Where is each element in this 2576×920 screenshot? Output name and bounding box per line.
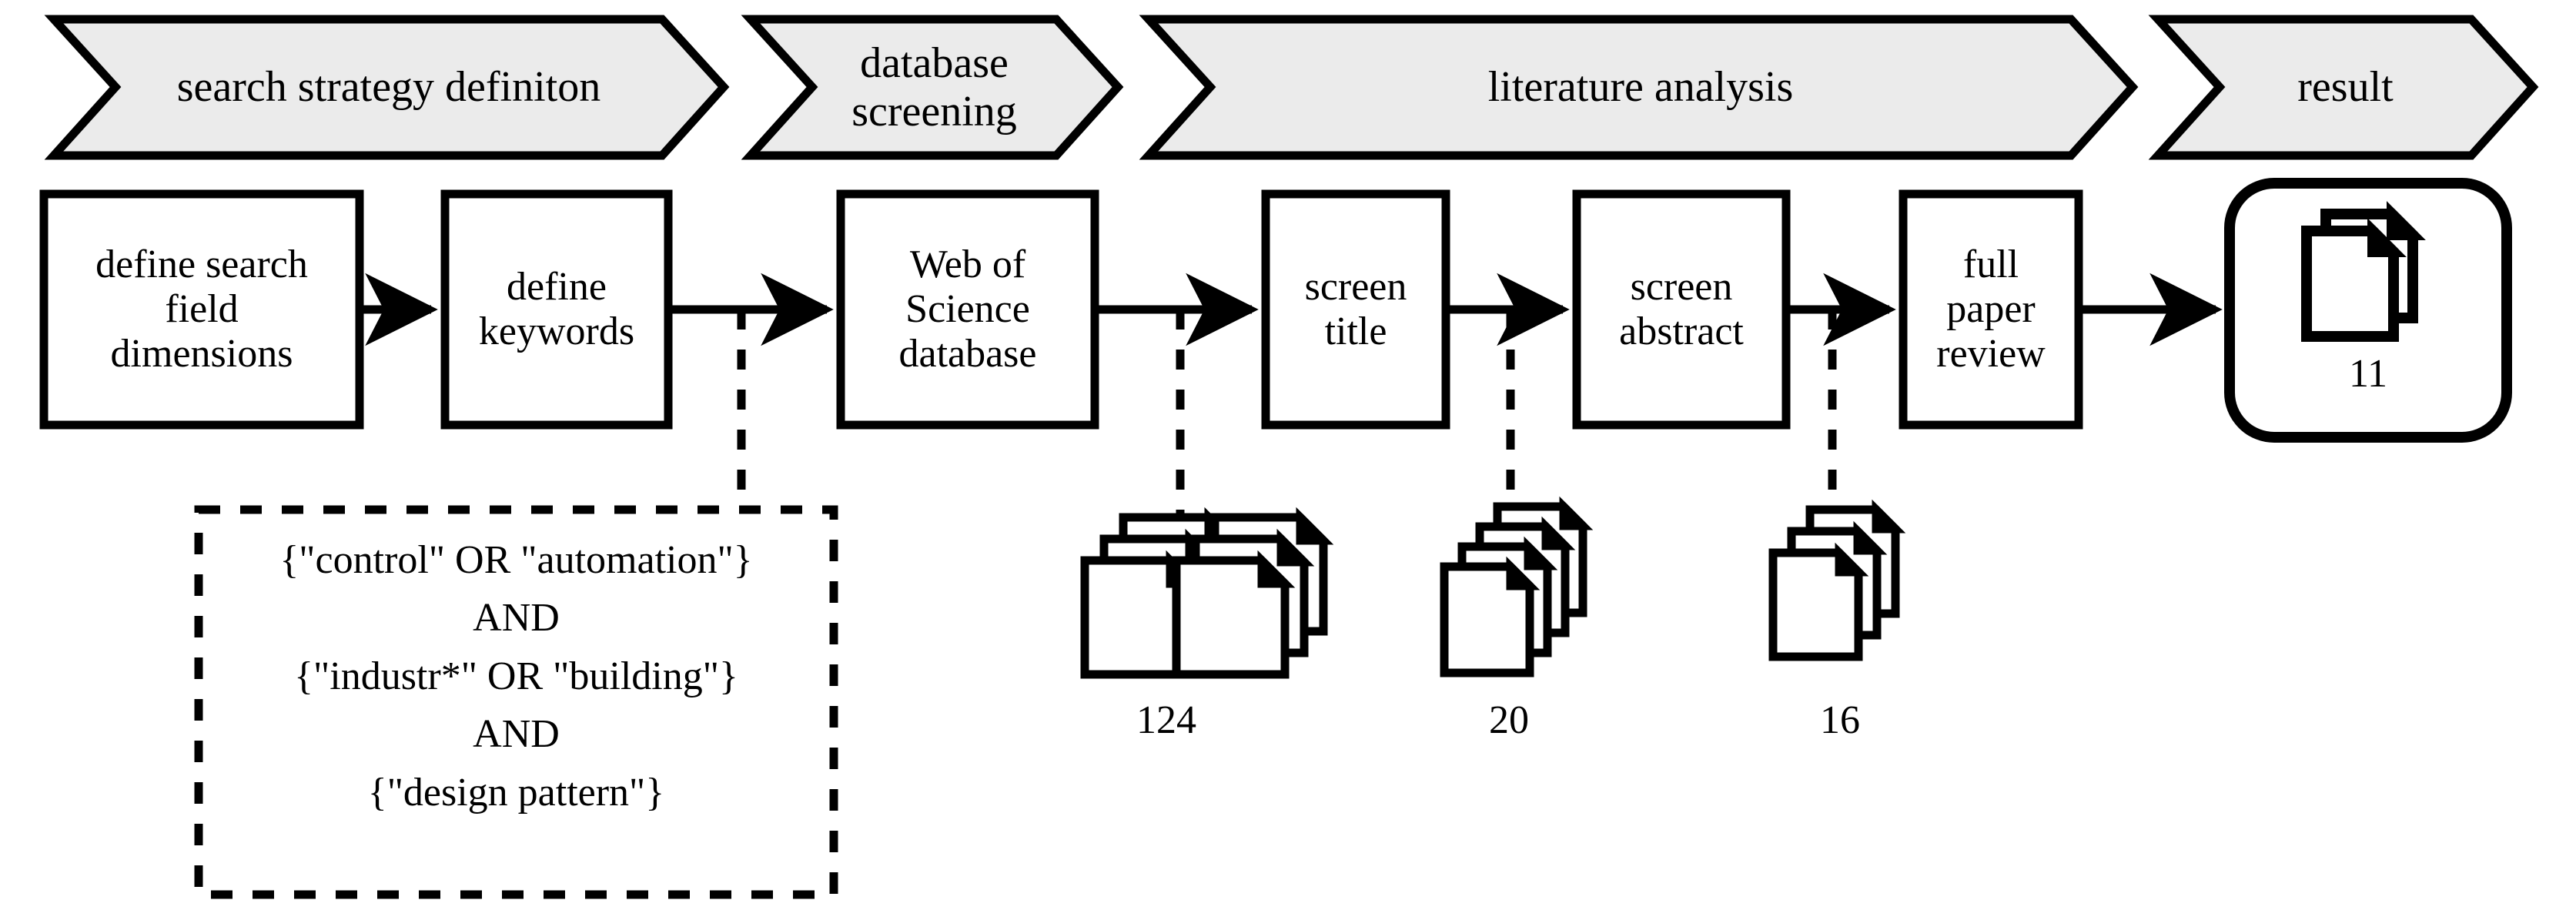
- phase-label-database-screening-line2: screening: [851, 87, 1017, 135]
- box-label-line: review: [1936, 332, 2046, 376]
- search-query-box: [194, 505, 838, 899]
- box-label-line: screen: [1304, 264, 1407, 309]
- box-label-line: field: [165, 286, 239, 331]
- box-label-line: title: [1324, 309, 1387, 353]
- box-label-line: define: [507, 264, 607, 309]
- stack-count-20: 20: [1489, 698, 1529, 742]
- phase-band-result: [2148, 15, 2539, 160]
- box-label-line: abstract: [1619, 309, 1744, 353]
- box-define-keywords: [440, 189, 673, 430]
- box-label-screen-abstract: screen abstract: [1577, 194, 1786, 425]
- phase-label-database-screening-line1: database: [860, 38, 1009, 87]
- phase-band-literature-analysis: [1139, 15, 2139, 160]
- result-count-label: 11: [2348, 351, 2388, 396]
- box-screen-title: [1261, 189, 1450, 430]
- search-query-line: AND: [473, 712, 560, 757]
- stack-count-16: 16: [1820, 698, 1860, 742]
- box-label-line: keywords: [478, 309, 635, 353]
- doc-stack-16: [1768, 499, 1906, 661]
- doc-stack-20: [1440, 496, 1594, 677]
- box-label-web-of-science-database: Web of Science database: [841, 194, 1095, 425]
- box-label-line: paper: [1946, 286, 2036, 331]
- box-label-line: database: [898, 332, 1037, 376]
- box-define-search-field-dimensions: [39, 189, 364, 430]
- search-query-line: {"control" OR "automation"}: [279, 538, 753, 582]
- box-label-full-paper-review: full paper review: [1903, 194, 2079, 425]
- phase-label-result: result: [2297, 63, 2394, 112]
- search-query-line: {"industr*" OR "building"}: [294, 654, 738, 698]
- search-query-line: AND: [473, 596, 560, 641]
- phase-label-search-strategy: search strategy definiton: [176, 63, 601, 112]
- box-label-line: Science: [905, 286, 1030, 331]
- phase-band-database-screening: [741, 15, 1124, 160]
- box-label-define-keywords: define keywords: [445, 194, 668, 425]
- search-query-line: {"design pattern"}: [367, 770, 665, 815]
- box-label-line: Web of: [909, 242, 1026, 286]
- box-screen-abstract: [1572, 189, 1791, 430]
- box-label-screen-title: screen title: [1266, 194, 1446, 425]
- phase-label-literature-analysis: literature analysis: [1487, 63, 1794, 112]
- phase-band-search-strategy: [44, 15, 730, 160]
- stack-count-124: 124: [1136, 698, 1196, 742]
- box-label-line: full: [1962, 242, 2019, 286]
- doc-stack-124: [1080, 507, 1334, 679]
- phase-label-database-screening: database screening: [812, 19, 1056, 156]
- box-label-line: define search: [95, 242, 308, 286]
- search-query-text: {"control" OR "automation"} AND {"indust…: [206, 531, 826, 870]
- doc-stack-result: [2301, 201, 2426, 342]
- box-label-line: dimensions: [110, 332, 293, 376]
- box-label-line: screen: [1630, 264, 1733, 309]
- box-label-define-search-field-dimensions: define search field dimensions: [44, 194, 360, 425]
- box-full-paper-review: [1899, 189, 2083, 430]
